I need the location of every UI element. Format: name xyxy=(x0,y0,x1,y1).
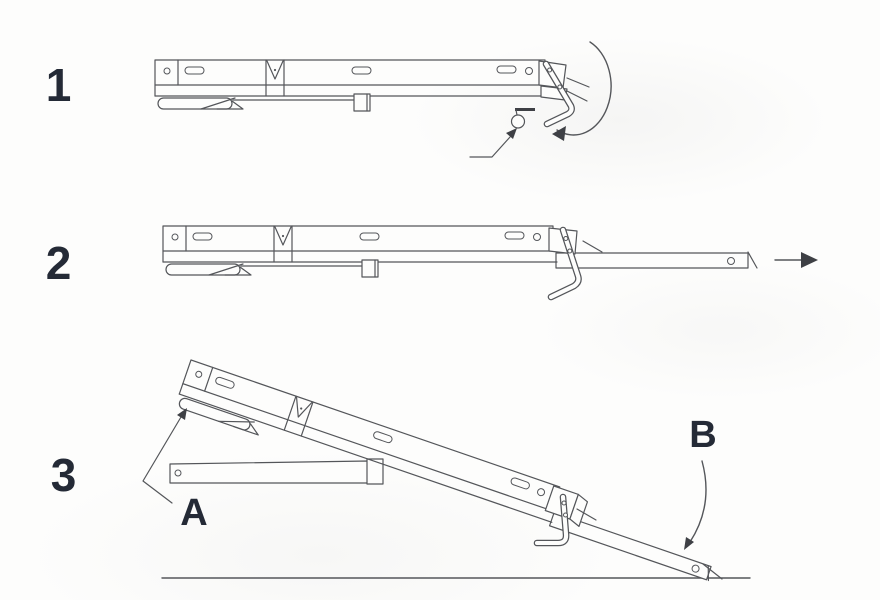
latch-plate xyxy=(548,227,603,255)
latch-lever-released xyxy=(547,226,582,301)
callout-label-a: A xyxy=(180,492,208,534)
beam-side-view xyxy=(162,225,558,278)
extension-bar xyxy=(555,251,758,269)
latch-lever-hanging xyxy=(533,493,570,547)
motion-tick-lines xyxy=(576,508,723,580)
step-2-diagram xyxy=(162,225,818,301)
locking-pin xyxy=(510,108,535,129)
rotate-arrow-icon xyxy=(552,41,612,141)
support-arm xyxy=(169,458,384,485)
latch-lever xyxy=(542,60,575,128)
beam-side-view xyxy=(154,59,550,112)
step-3-number: 3 xyxy=(50,449,77,501)
step-2-number: 2 xyxy=(45,237,72,289)
step-3-diagram xyxy=(142,359,751,582)
step-1-number: 1 xyxy=(45,59,72,111)
step-1-diagram xyxy=(154,41,612,158)
callout-b-pointer-arrow-icon xyxy=(684,460,707,550)
callout-label-b: B xyxy=(689,414,717,456)
motion-tick-lines xyxy=(566,77,590,102)
pin-pointer-arrow-icon xyxy=(469,128,517,158)
callout-a-pointer-arrow-icon xyxy=(142,408,187,504)
pull-direction-arrow-icon xyxy=(774,252,818,268)
